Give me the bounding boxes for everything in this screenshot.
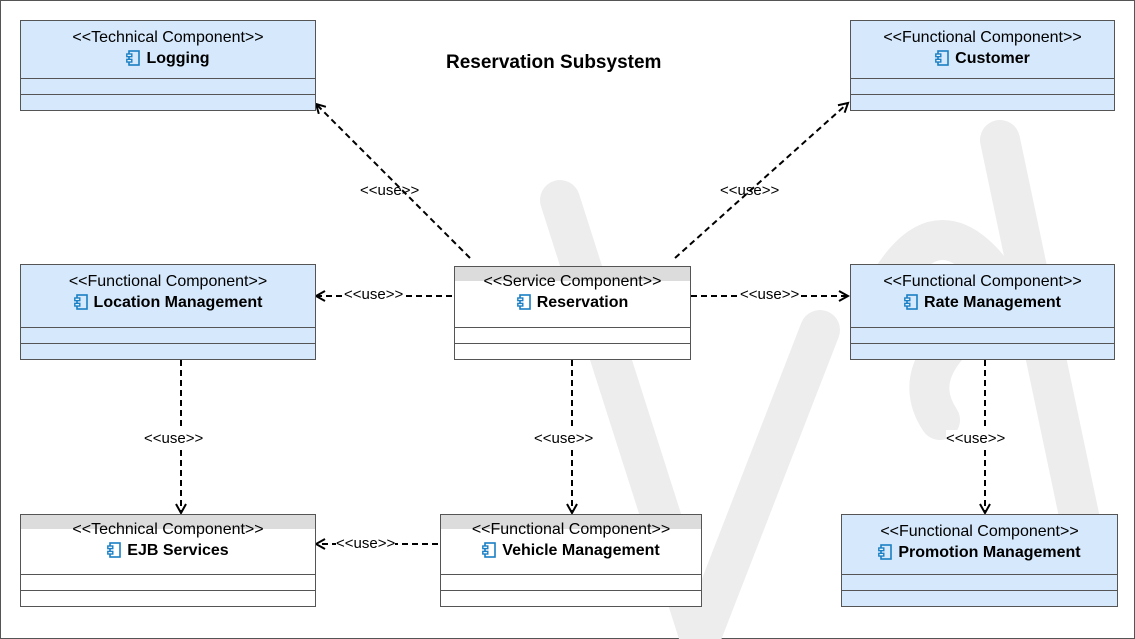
component-name: Location Management bbox=[93, 294, 263, 311]
attributes-compartment bbox=[21, 78, 315, 94]
stereotype-label: <<Functional Component>> bbox=[471, 521, 671, 538]
component-name: Reservation bbox=[536, 294, 629, 311]
use-label: <<use>> bbox=[740, 286, 800, 303]
component-ejb-services[interactable]: <<Technical Component>> EJB Services bbox=[20, 514, 316, 607]
operations-compartment bbox=[851, 94, 1114, 110]
component-promotion-management[interactable]: <<Functional Component>> Promotion Manag… bbox=[841, 514, 1118, 607]
operations-compartment bbox=[21, 343, 315, 359]
component-icon bbox=[935, 50, 949, 73]
operations-compartment bbox=[851, 343, 1114, 359]
operations-compartment bbox=[455, 343, 690, 359]
component-icon bbox=[107, 542, 122, 565]
component-customer[interactable]: <<Functional Component>> Customer bbox=[850, 20, 1115, 111]
use-label: <<use>> bbox=[534, 430, 594, 447]
component-reservation[interactable]: <<Service Component>> Reservation bbox=[454, 266, 691, 360]
stereotype-label: <<Functional Component>> bbox=[883, 273, 1082, 290]
use-label: <<use>> bbox=[144, 430, 204, 447]
attributes-compartment bbox=[21, 327, 315, 343]
component-name: Customer bbox=[955, 50, 1030, 67]
stereotype-label: <<Technical Component>> bbox=[72, 29, 264, 46]
component-icon bbox=[126, 50, 141, 73]
attributes-compartment bbox=[842, 574, 1117, 590]
diagram-title: Reservation Subsystem bbox=[446, 52, 662, 73]
component-icon bbox=[904, 294, 918, 317]
dep-reservation-customer bbox=[674, 103, 848, 259]
component-name: EJB Services bbox=[127, 542, 229, 559]
component-name: Logging bbox=[146, 50, 210, 67]
component-name: Vehicle Management bbox=[502, 542, 660, 559]
operations-compartment bbox=[441, 590, 701, 606]
component-vehicle-management[interactable]: <<Functional Component>> Vehicle Managem… bbox=[440, 514, 702, 607]
component-logging[interactable]: <<Technical Component>> Logging bbox=[20, 20, 316, 111]
component-rate-management[interactable]: <<Functional Component>> Rate Management bbox=[850, 264, 1115, 360]
component-name: Promotion Management bbox=[898, 544, 1081, 561]
operations-compartment bbox=[842, 590, 1117, 606]
attributes-compartment bbox=[455, 327, 690, 343]
use-label: <<use>> bbox=[336, 535, 396, 552]
component-icon bbox=[482, 542, 497, 565]
attributes-compartment bbox=[21, 574, 315, 590]
component-icon bbox=[516, 294, 531, 317]
component-icon bbox=[878, 544, 893, 567]
stereotype-label: <<Functional Component>> bbox=[68, 273, 268, 290]
attributes-compartment bbox=[851, 327, 1114, 343]
stereotype-label: <<Service Component>> bbox=[483, 273, 662, 290]
operations-compartment bbox=[21, 94, 315, 110]
component-name: Rate Management bbox=[924, 294, 1061, 311]
use-label: <<use>> bbox=[344, 286, 404, 303]
attributes-compartment bbox=[851, 78, 1114, 94]
use-label: <<use>> bbox=[360, 182, 420, 199]
dep-reservation-logging bbox=[316, 104, 471, 259]
component-icon bbox=[73, 294, 88, 317]
component-location-management[interactable]: <<Functional Component>> Location Manage… bbox=[20, 264, 316, 360]
use-label: <<use>> bbox=[720, 182, 780, 199]
stereotype-label: <<Functional Component>> bbox=[883, 29, 1082, 46]
operations-compartment bbox=[21, 590, 315, 606]
stereotype-label: <<Technical Component>> bbox=[72, 521, 264, 538]
stereotype-label: <<Functional Component>> bbox=[880, 523, 1079, 540]
use-label: <<use>> bbox=[946, 430, 1006, 447]
attributes-compartment bbox=[441, 574, 701, 590]
